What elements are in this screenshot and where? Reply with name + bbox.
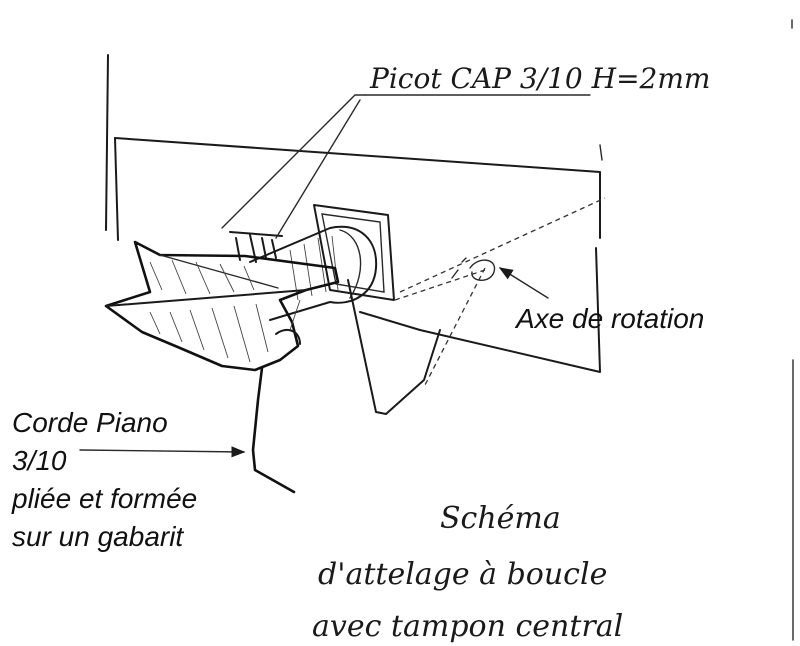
frame-right-marks [791,19,794,641]
central-buffer-body [249,225,378,321]
piano-wire-loop [347,279,441,415]
title-line2: d'attelage à boucle [318,557,607,592]
construction-line-lower [394,269,486,301]
construction-line-down [424,267,486,386]
axe-leader-arrow [498,267,549,299]
rotation-axis-circle [469,259,496,281]
construction-line-upper [399,197,606,293]
coupling-loop-top [229,231,283,237]
corde-label-line4: sur un gabarit [12,521,184,552]
corde-label-line3: pliée et formée [11,483,197,514]
corde-label-line1: Corde Piano [12,407,168,438]
buffer-beam-left [114,137,119,241]
frame-left-line [105,54,109,231]
piano-wire-lower [251,366,296,494]
rotation-axis-ticks [451,257,467,279]
title-line3: avec tampon central [312,609,623,644]
title-line1: Schéma [440,501,561,536]
picot-leader-line [221,94,366,229]
coupling-head-ridge [105,289,307,307]
socket-outer [313,204,395,301]
buffer-beam-bottom [359,311,421,331]
buffer-beam-corner [599,144,603,161]
coupling-head-hatching [149,259,301,363]
coupling-head-curl [275,328,301,345]
corde-leader-arrow [79,446,246,458]
picot-leader-line-2 [275,99,361,239]
buffer-beam-right [419,247,601,373]
central-buffer-hatching [289,235,339,301]
axe-label: Axe de rotation [514,303,704,334]
coupling-head [104,240,340,372]
coupling-head-crease [159,254,279,289]
coupling-loop-uprights [235,234,277,263]
picot-label: Picot CAP 3/10 H=2mm [369,62,710,95]
central-buffer-face [339,229,362,299]
corde-label-line2: 3/10 [12,445,67,476]
socket-inner [321,213,385,293]
buffer-beam-top [114,137,601,239]
